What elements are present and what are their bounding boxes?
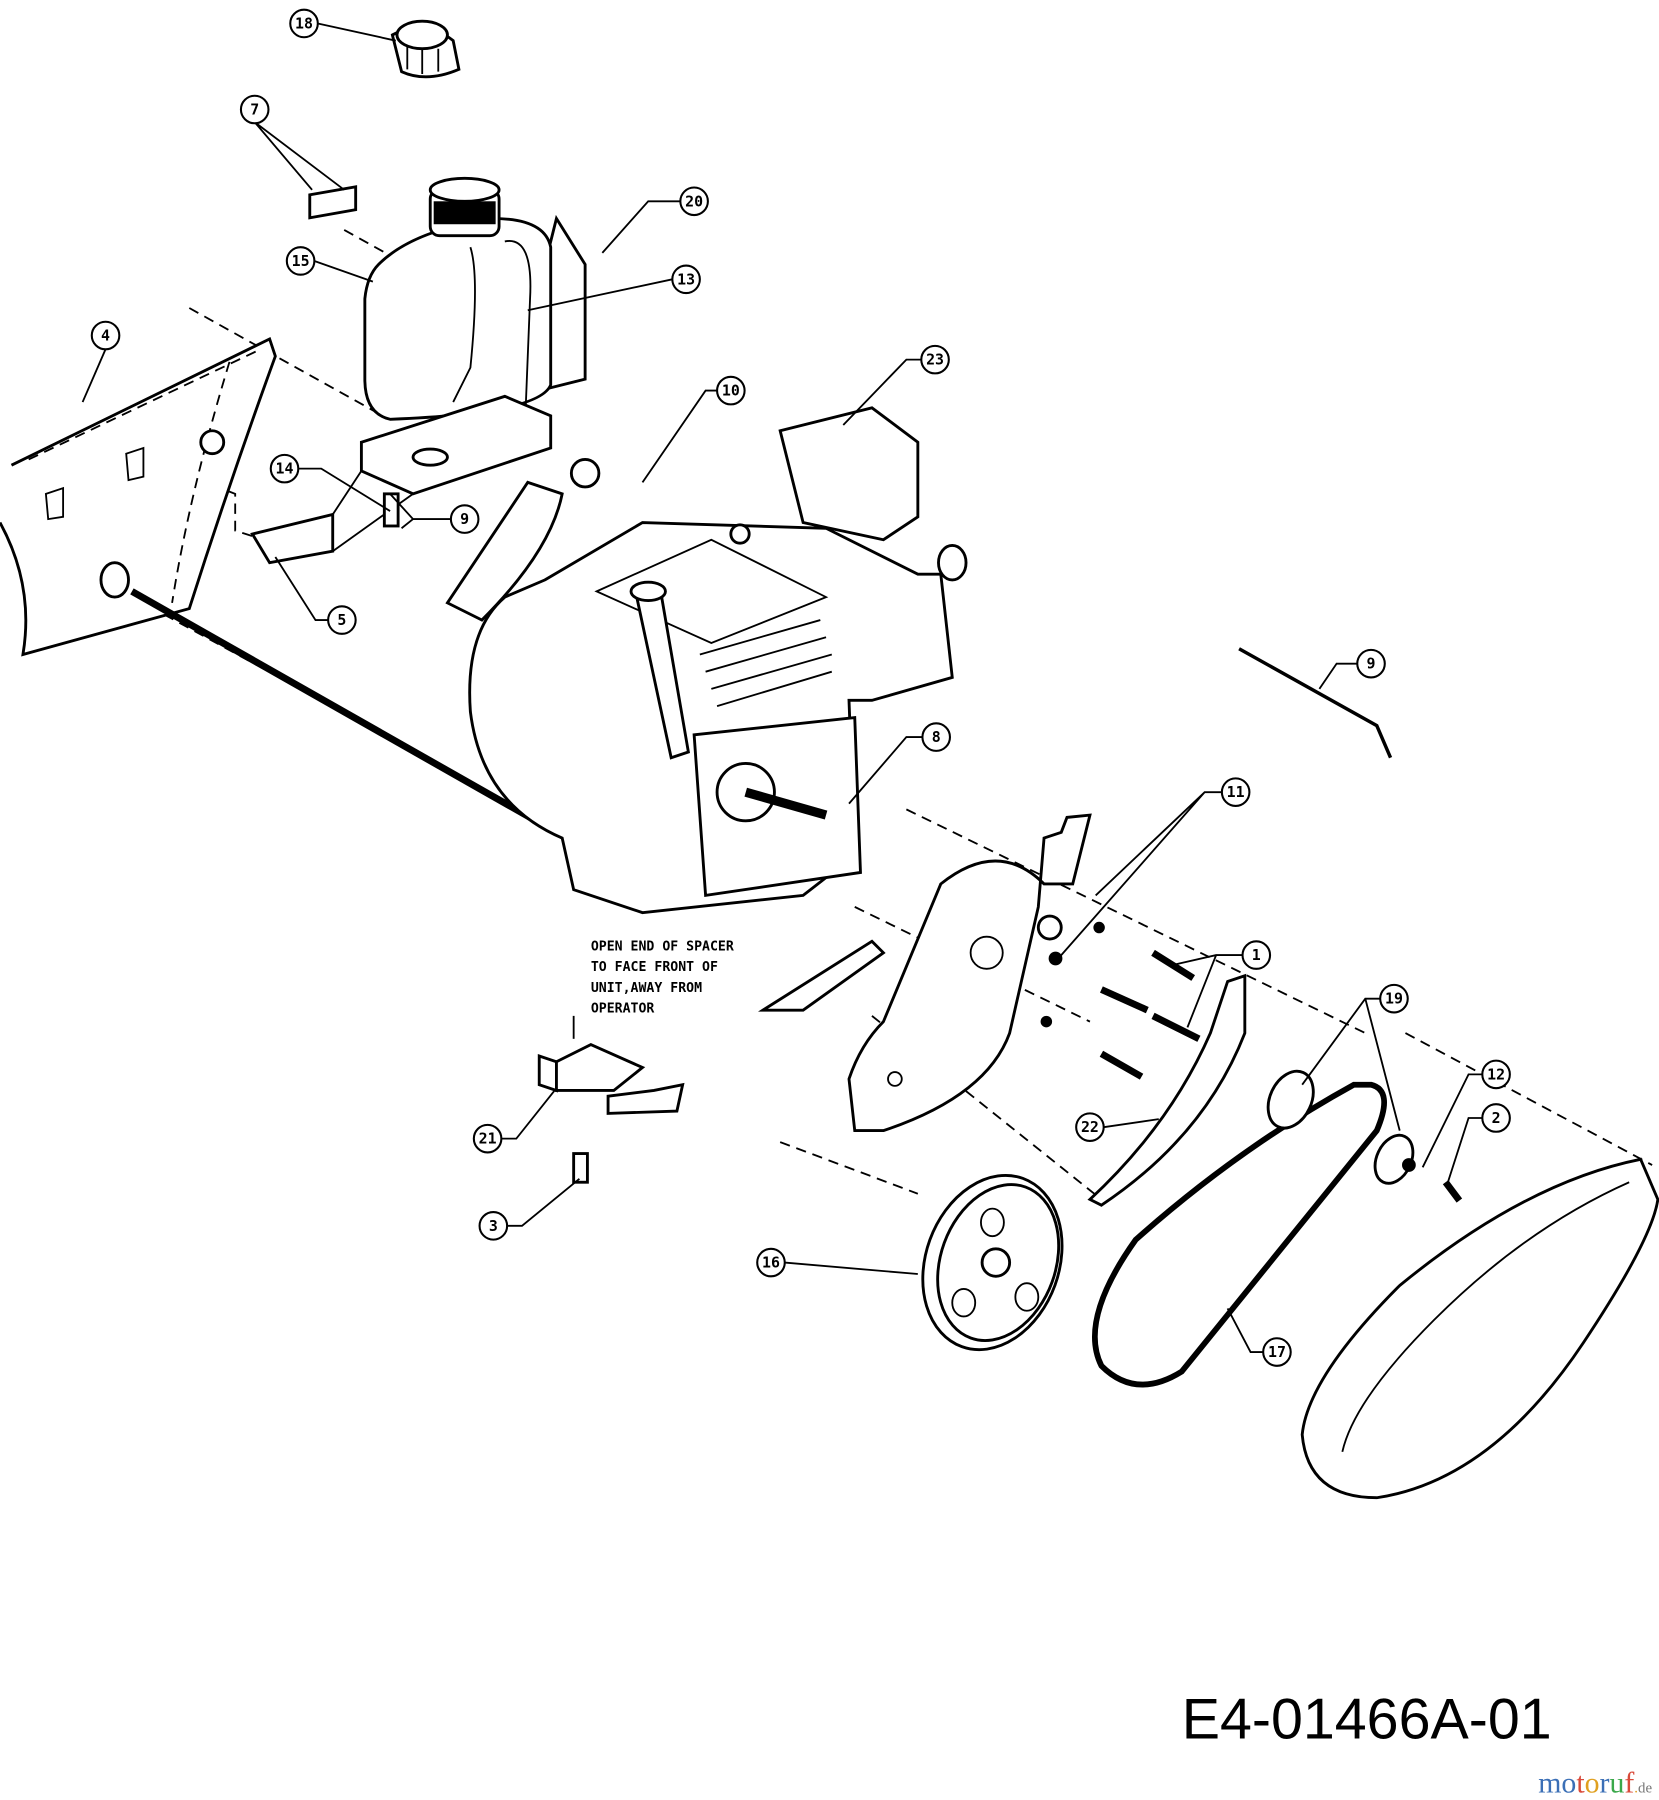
callout-7: 7 (239, 94, 270, 125)
engine (445, 406, 968, 915)
idler-bracket (1087, 973, 1247, 1207)
decal (308, 185, 358, 220)
callout-2: 2 (1481, 1103, 1511, 1133)
drawing-number: E4-01466A-01 (1182, 1688, 1552, 1752)
watermark-logo: motoruf.de (1538, 1767, 1652, 1800)
callout-1: 1 (1241, 940, 1272, 970)
callout-21: 21 (472, 1123, 503, 1154)
svg-text:14: 14 (276, 460, 294, 478)
svg-text:4: 4 (101, 327, 110, 345)
leader-lines (81, 22, 1483, 1353)
belt-cover (1300, 1157, 1659, 1500)
callout-13: 13 (671, 264, 701, 295)
svg-text:18: 18 (295, 14, 313, 32)
svg-text:15: 15 (292, 252, 310, 270)
svg-text:TO FACE FRONT OF: TO FACE FRONT OF (591, 960, 718, 975)
pulley (921, 1173, 1064, 1352)
callout-9-right: 9 (1356, 648, 1386, 679)
drive-plate (758, 813, 1092, 1133)
svg-text:OPEN END OF SPACER: OPEN END OF SPACER (591, 939, 734, 954)
callout-8: 8 (921, 722, 951, 752)
callout-18: 18 (289, 8, 319, 39)
callout-9-left: 9 (449, 504, 480, 534)
fuel-tank (250, 176, 587, 565)
callout-22: 22 (1075, 1112, 1105, 1142)
svg-text:22: 22 (1081, 1118, 1099, 1136)
washer (1266, 1069, 1315, 1130)
svg-text:17: 17 (1268, 1343, 1286, 1361)
svg-text:9: 9 (460, 510, 469, 528)
cable (1238, 647, 1393, 759)
bolts (1040, 921, 1463, 1203)
svg-text:21: 21 (479, 1130, 497, 1148)
svg-text:13: 13 (677, 270, 695, 288)
svg-text:OPERATOR: OPERATOR (591, 1001, 655, 1016)
callout-12: 12 (1481, 1059, 1511, 1090)
spacer-note: OPEN END OF SPACER TO FACE FRONT OF UNIT… (591, 939, 734, 1016)
callout-15: 15 (285, 246, 316, 276)
callout-3: 3 (478, 1211, 509, 1241)
svg-text:16: 16 (762, 1254, 780, 1272)
svg-text:7: 7 (250, 101, 259, 119)
callout-17: 17 (1262, 1337, 1292, 1367)
callout-10: 10 (716, 375, 746, 406)
svg-text:19: 19 (1385, 990, 1403, 1008)
callout-14: 14 (269, 453, 300, 484)
svg-text:10: 10 (722, 382, 740, 400)
gas-cap (390, 19, 461, 79)
svg-text:20: 20 (685, 192, 703, 210)
svg-text:3: 3 (489, 1217, 498, 1235)
svg-text:9: 9 (1367, 655, 1376, 673)
spacer-bracket (537, 1015, 685, 1184)
svg-text:5: 5 (337, 611, 346, 629)
callout-19: 19 (1379, 983, 1409, 1014)
drive-belt (1092, 1081, 1387, 1388)
svg-text:1: 1 (1252, 946, 1261, 964)
callout-11: 11 (1220, 777, 1251, 807)
svg-text:11: 11 (1227, 783, 1245, 801)
callout-16: 16 (756, 1247, 786, 1278)
svg-text:12: 12 (1487, 1065, 1505, 1083)
callout-4: 4 (90, 320, 121, 351)
svg-text:23: 23 (926, 351, 944, 369)
callout-5: 5 (327, 605, 357, 635)
callout-20: 20 (679, 186, 709, 217)
svg-text:8: 8 (932, 728, 941, 746)
callout-23: 23 (920, 344, 950, 375)
svg-text:UNIT,AWAY FROM: UNIT,AWAY FROM (591, 981, 702, 996)
svg-text:2: 2 (1492, 1109, 1501, 1127)
